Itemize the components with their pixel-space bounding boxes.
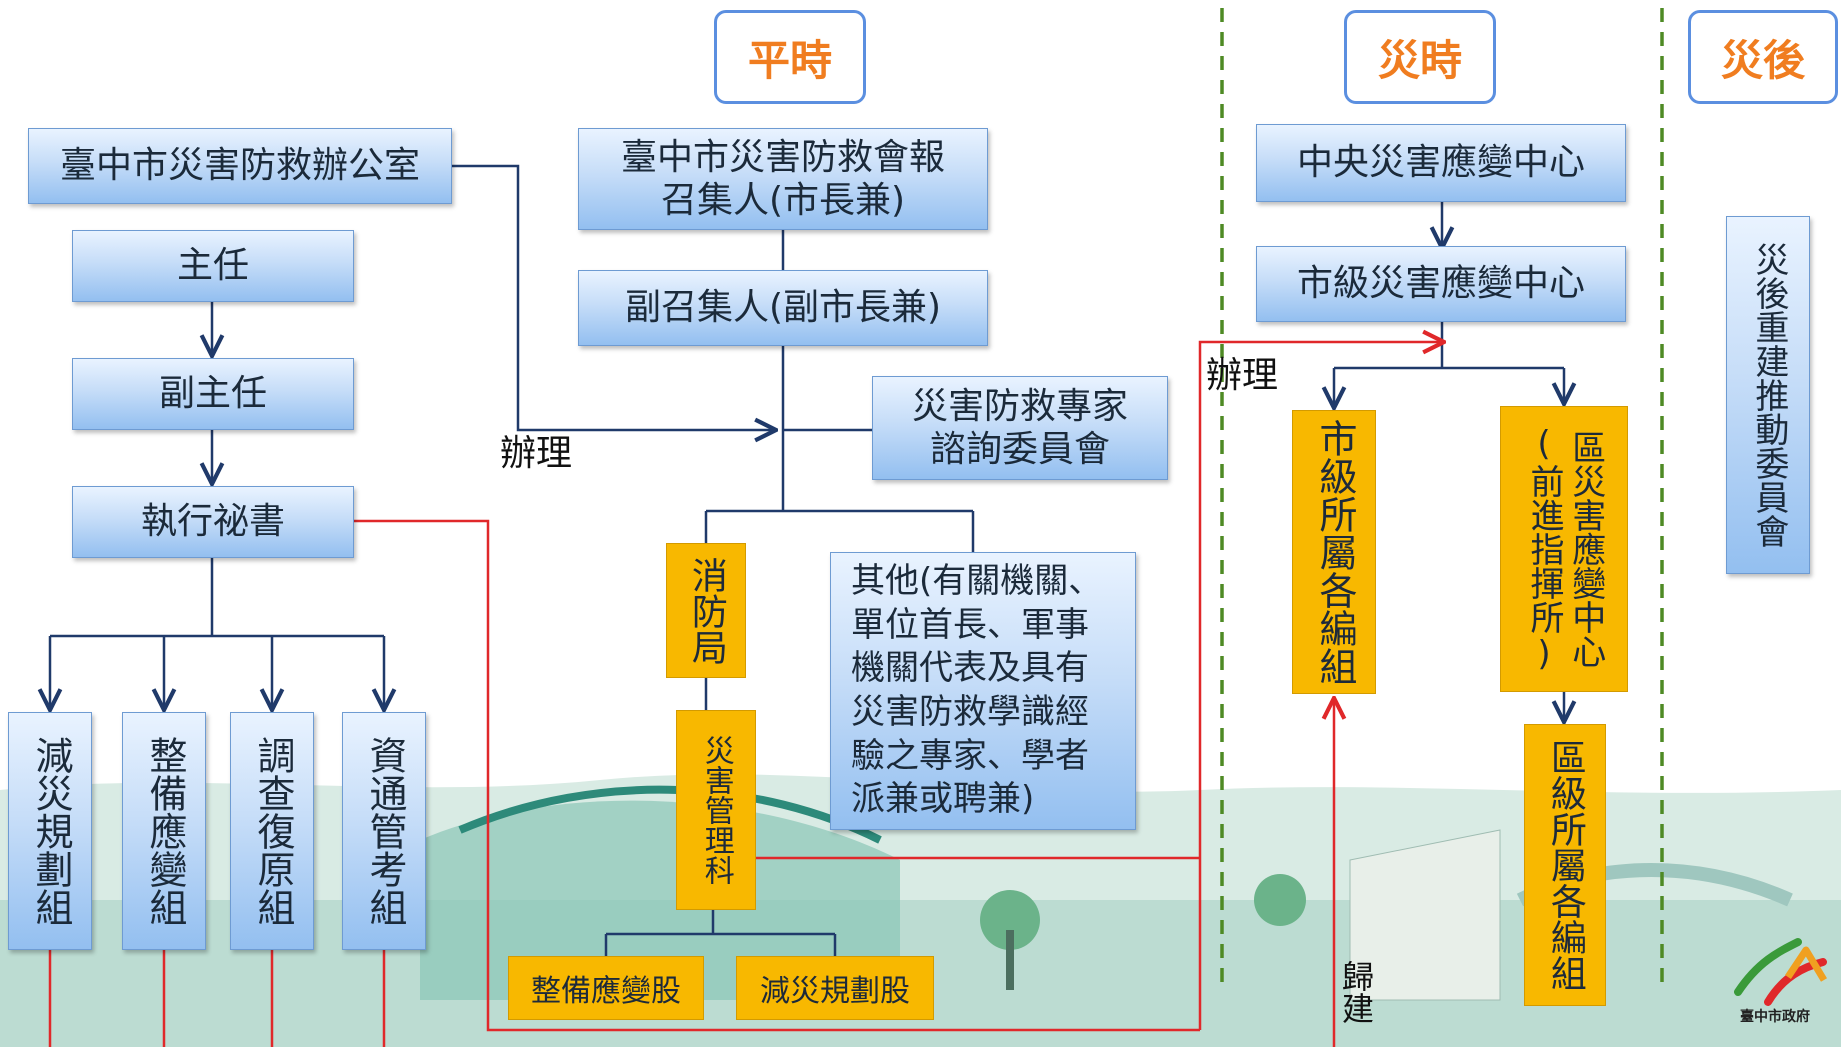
city-units-box: 市級所屬各編組 [1292,410,1376,694]
return-label: 歸建 [1337,960,1375,1024]
disaster-management-section-box: 災害管理科 [676,710,756,910]
phase-peacetime: 平時 [714,10,866,104]
disaster-prevention-office: 臺中市災害防救辦公室 [28,128,452,204]
convener-line-2: 召集人(市長兼) [660,180,906,221]
group-disaster-mitigation: 減災規劃組 [8,712,92,950]
convener-box: 臺中市災害防救會報 召集人(市長兼) [578,128,988,230]
director-box: 主任 [72,230,354,302]
expert-committee-box: 災害防救專家 諮詢委員會 [872,376,1168,480]
group-investigation-recovery: 調查復原組 [230,712,314,950]
deputy-convener-box: 副召集人(副市長兼) [578,270,988,346]
reconstruction-committee-box: 災後重建推動委員會 [1726,216,1810,574]
central-emergency-center-box: 中央災害應變中心 [1256,124,1626,202]
fire-bureau-box: 消防局 [666,543,746,678]
expert-committee-line-2: 諮詢委員會 [929,429,1110,470]
city-emergency-center-box: 市級災害應變中心 [1256,246,1626,322]
district-emergency-center-box: 區災害應變中心 (前進指揮所) [1500,406,1628,692]
handle-label-left: 辦理 [500,433,573,474]
deputy-director-box: 副主任 [72,358,354,430]
group-preparedness-response: 整備應變組 [122,712,206,950]
handle-label-right: 辦理 [1206,355,1279,396]
district-units-box: 區級所屬各編組 [1524,724,1606,1006]
district-center-title: 區災害應變中心 [1565,430,1606,668]
executive-secretary-box: 執行祕書 [72,486,354,558]
mitigation-unit-box: 減災規劃股 [736,956,934,1020]
logo-text: 臺中市政府 [1740,1009,1810,1025]
others-box: 其他(有關機關、單位首長、軍事機關代表及具有災害防救學識經驗之專家、學者派兼或聘… [830,552,1136,830]
preparedness-unit-box: 整備應變股 [508,956,704,1020]
phase-after-disaster: 災後 [1688,10,1838,104]
convener-line-1: 臺中市災害防救會報 [620,136,945,178]
taichung-city-logo [1734,938,1828,1006]
district-center-subtitle: (前進指揮所) [1524,424,1564,674]
group-information-control: 資通管考組 [342,712,426,950]
phase-disaster: 災時 [1344,10,1496,104]
expert-committee-line-1: 災害防救專家 [911,385,1128,427]
